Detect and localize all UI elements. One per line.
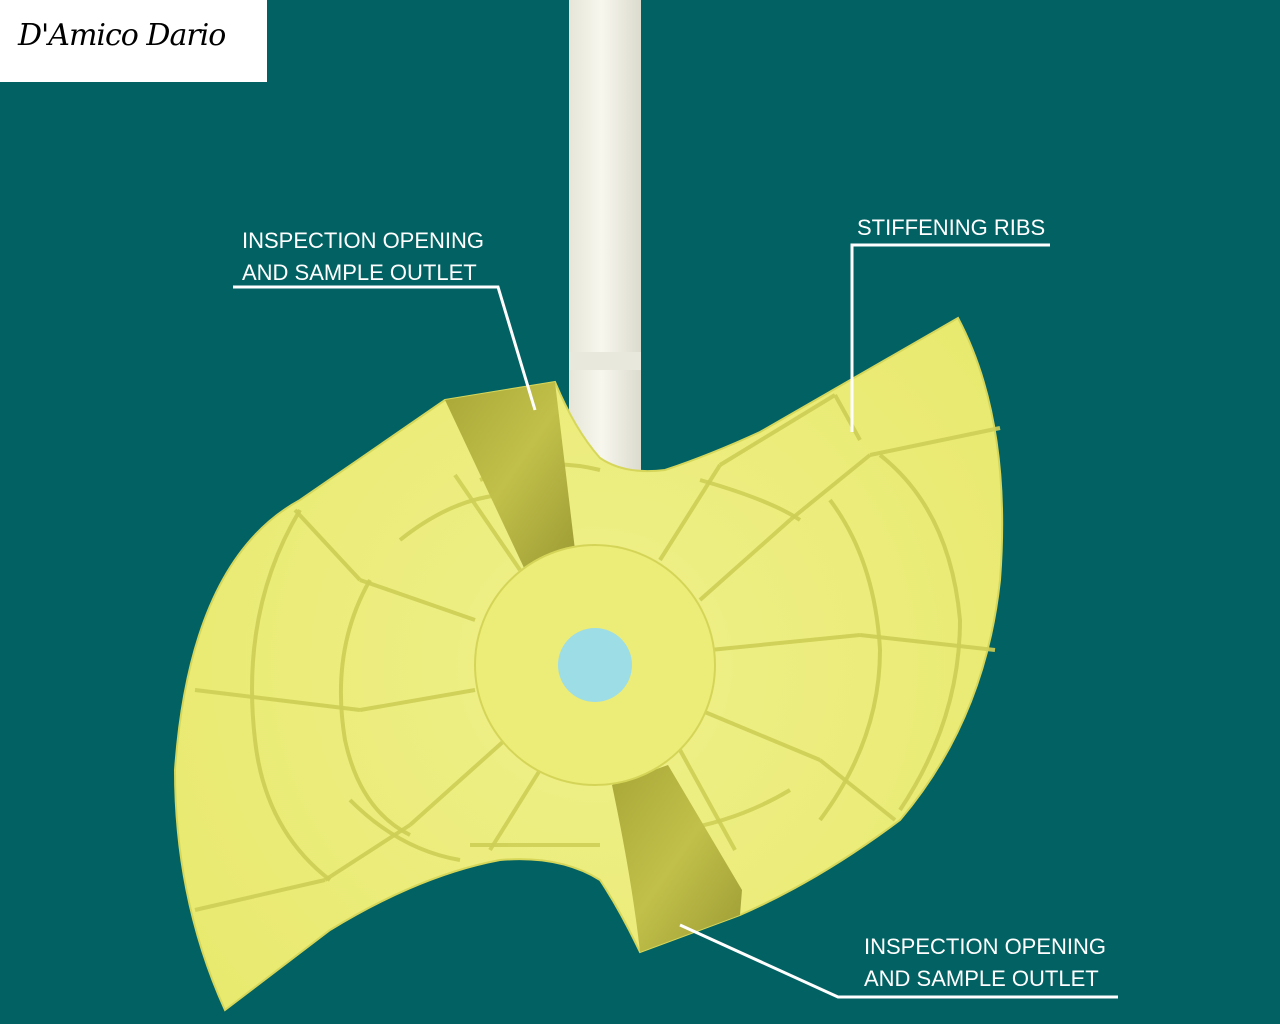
callout-line: AND SAMPLE OUTLET bbox=[864, 966, 1099, 991]
callout-line: INSPECTION OPENING bbox=[864, 934, 1107, 959]
hub-hole bbox=[558, 628, 632, 702]
shaft-coupling bbox=[569, 352, 641, 370]
inspection-opening-bottom bbox=[612, 765, 742, 952]
leader-lines bbox=[233, 243, 1118, 999]
logo-signature: D'Amico Dario bbox=[18, 18, 226, 53]
callout-stiffening-ribs: STIFFENING RIBS bbox=[857, 212, 1045, 244]
callout-line: AND SAMPLE OUTLET bbox=[242, 260, 477, 285]
shaft bbox=[569, 0, 641, 470]
callout-inspection-bottom: INSPECTION OPENING AND SAMPLE OUTLET bbox=[864, 931, 1106, 995]
inspection-opening-top bbox=[445, 382, 575, 570]
callout-line: INSPECTION OPENING bbox=[242, 228, 485, 253]
logo-box: D'Amico Dario bbox=[0, 0, 267, 82]
callout-inspection-top: INSPECTION OPENING AND SAMPLE OUTLET bbox=[242, 225, 484, 289]
radial-ribs bbox=[194, 393, 1001, 912]
stiffening-ribs bbox=[250, 453, 963, 882]
callout-line: STIFFENING RIBS bbox=[857, 215, 1046, 240]
